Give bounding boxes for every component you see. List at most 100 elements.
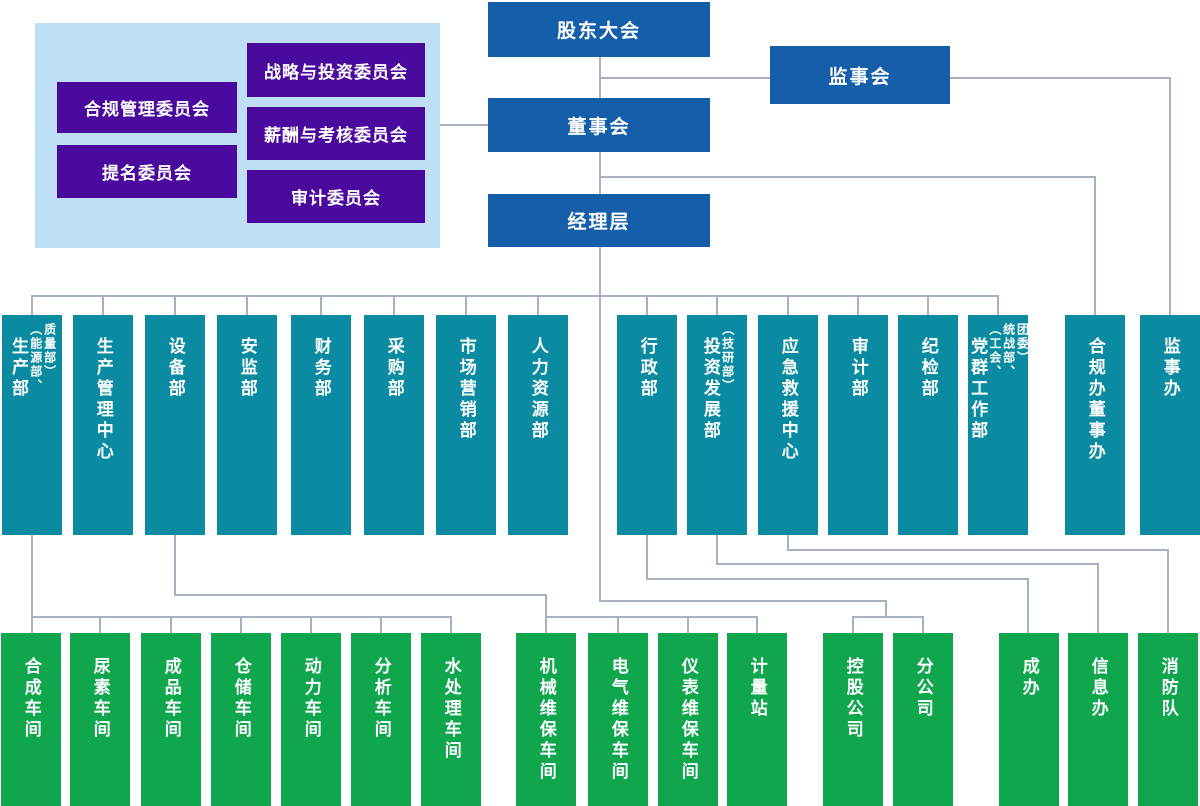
connector-line [716,295,718,315]
connector-line [170,616,172,633]
unit-label: 电气维保车间 [608,657,628,783]
dept-discipline-inspection: 纪检部 [898,315,958,535]
dept-label: 投资发展部 [700,337,720,442]
connector-line [537,295,539,315]
unit-label: 合成车间 [21,657,41,741]
connector-line [950,77,1171,79]
connector-line [380,616,382,633]
shareholders-meeting-box: 股东大会 [488,2,710,57]
dept-label: 合规办董事办 [1085,337,1105,463]
unit-label: 分公司 [913,657,933,720]
connector-line [246,295,248,315]
connector-line [174,535,176,594]
dept-supervisor-office: 监事办 [1140,315,1200,535]
box-label: 董事会 [567,116,631,138]
committee-nomination: 提名委员会 [57,145,237,198]
connector-line [599,600,887,602]
dept-note: （工会、 [987,323,1002,379]
dept-compliance-board-office: 合规办董事办 [1065,315,1125,535]
unit-label: 尿素车间 [90,657,110,741]
committee-label: 审计委员会 [291,189,381,208]
unit-water-treatment-workshop: 水处理车间 [421,633,481,806]
connector-line [450,616,452,633]
dept-production: 生产部 （能源部、 质量部） [2,315,62,535]
connector-line [599,176,1096,178]
dept-label: 设备部 [165,337,185,400]
connector-line [787,549,1169,551]
dept-note: 质量部） [42,323,57,379]
connector-line [646,578,1029,580]
unit-label: 仓储车间 [231,657,251,741]
dept-label: 生产部 [8,337,28,400]
committee-compensation-assessment: 薪酬与考核委员会 [247,107,425,160]
connector-line [31,535,33,633]
unit-label: 计量站 [747,657,767,720]
dept-label: 人力资源部 [528,337,548,442]
connector-line [617,616,619,633]
connector-line [756,616,758,633]
unit-metering-station: 计量站 [727,633,787,806]
unit-mechanical-maintenance-workshop: 机械维保车间 [516,633,576,806]
connector-line [31,295,33,315]
unit-label: 动力车间 [301,657,321,741]
dept-human-resources: 人力资源部 [508,315,568,535]
dept-emergency-rescue-center: 应急救援中心 [758,315,818,535]
unit-information-office: 信息办 [1068,633,1128,806]
unit-label: 控股公司 [843,657,863,741]
unit-electrical-maintenance-workshop: 电气维保车间 [588,633,648,806]
unit-power-workshop: 动力车间 [281,633,341,806]
connector-line [646,295,648,315]
unit-label: 机械维保车间 [536,657,556,783]
connector-line [997,295,999,315]
unit-label: 成办 [1019,657,1039,699]
board-of-directors-box: 董事会 [488,98,710,152]
dept-marketing: 市场营销部 [436,315,496,535]
dept-finance: 财务部 [291,315,351,535]
connector-line [102,295,104,315]
unit-branch-company: 分公司 [893,633,953,806]
dept-label: 市场营销部 [456,337,476,442]
committee-label: 战略与投资委员会 [264,62,408,82]
connector-line [1167,549,1169,633]
connector-line [885,600,887,616]
dept-party-mass-work: 党群工作部 （工会、 统战部、 团委） [968,315,1029,535]
dept-label: 生产管理中心 [93,337,113,463]
connector-line [787,535,789,549]
committee-strategy-investment: 战略与投资委员会 [247,43,425,97]
connector-line [393,295,395,315]
unit-analysis-workshop: 分析车间 [351,633,411,806]
connector-line [1169,77,1171,315]
connector-line [857,295,859,315]
dept-administration: 行政部 [617,315,677,535]
management-team-box: 经理层 [488,194,710,247]
connector-line [787,295,789,315]
dept-label: 党群工作部 [968,337,988,442]
connector-line [927,295,929,315]
dept-audit: 审计部 [828,315,888,535]
supervisory-board-box: 监事会 [770,46,950,104]
connector-line [599,77,770,79]
dept-label: 安监部 [237,337,257,400]
dept-procurement: 采购部 [364,315,424,535]
dept-investment-development: 投资发展部 （技研部） [687,315,747,535]
unit-instrument-maintenance-workshop: 仪表维保车间 [658,633,718,806]
connector-line [1027,578,1029,633]
connector-line [716,563,1099,565]
connector-line [852,616,854,633]
connector-line [31,295,999,297]
unit-label: 信息办 [1088,657,1108,720]
unit-label: 消防队 [1158,657,1178,720]
unit-label: 仪表维保车间 [678,657,698,783]
connector-line [545,594,547,633]
unit-urea-workshop: 尿素车间 [70,633,130,806]
connector-line [320,295,322,315]
connector-line [716,535,718,563]
connector-line [1097,563,1099,633]
dept-note: （技研部） [720,323,735,393]
connector-line [545,616,758,618]
dept-note: （能源部、 [28,323,43,393]
connector-line [465,295,467,315]
dept-label: 纪检部 [918,337,938,400]
dept-label: 采购部 [384,337,404,400]
dept-label: 财务部 [311,337,331,400]
